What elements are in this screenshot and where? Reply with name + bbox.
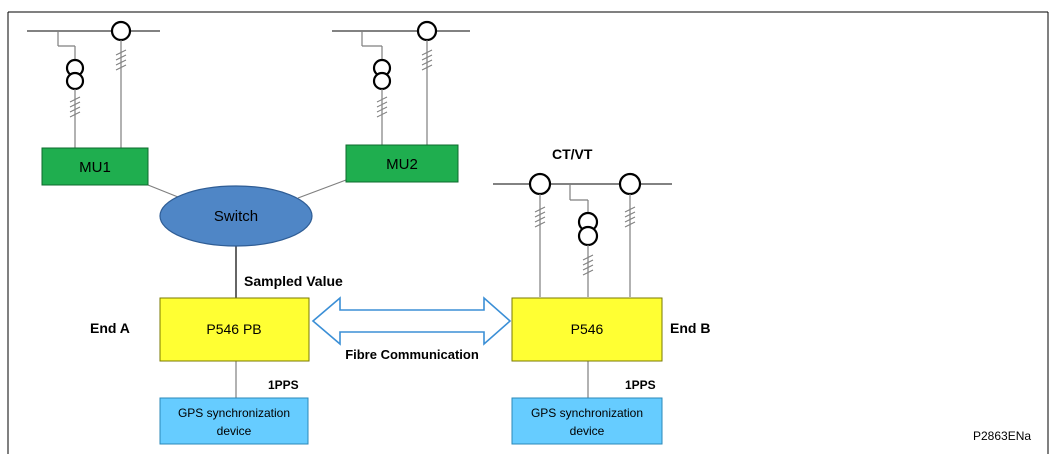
substation-left [27,20,160,148]
ct-end-b-left-icon [528,172,552,196]
hatch-ct-end-b-right-icon [624,206,636,228]
vt-coil-bottom-left-icon [65,71,85,91]
end-a-label: End A [90,320,130,336]
gps-a-label-line2: device [217,424,252,438]
end-b-label: End B [670,320,710,336]
fibre-double-arrow-icon [311,296,512,346]
sampled-value-label: Sampled Value [244,273,343,289]
hatch-vt-right-icon [376,96,388,118]
ct-vt-label: CT/VT [552,146,593,162]
ct-right-icon [416,20,438,42]
switch-label: Switch [214,208,258,225]
vt-coil-bottom-end-b-icon [577,225,599,247]
link-mu1-switch [147,184,179,198]
hatch-ct-end-b-left-icon [534,206,546,228]
fibre-communication-label: Fibre Communication [345,347,479,362]
vt-coil-bottom-right-icon [372,71,392,91]
link-mu2-switch [297,179,347,199]
gps-a-box: GPS synchronization device [159,397,309,445]
gps-a-label-line1: GPS synchronization [178,406,290,420]
ct-left-icon [110,20,132,42]
relay-b-label: P546 [571,321,604,337]
gps-b-label-line2: device [570,424,605,438]
figure-id-label: P2863ENa [973,429,1031,443]
mu1-label: MU1 [79,159,111,176]
relay-a-label: P546 PB [206,321,261,337]
hatch-vt-left-icon [69,96,81,118]
pps-a-label: 1PPS [268,378,299,392]
hatch-vt-end-b-icon [582,254,594,276]
switch-node: Switch [159,185,313,247]
ct-end-b-right-icon [618,172,642,196]
gps-b-box: GPS synchronization device [511,397,663,445]
relay-b-box: P546 [511,297,663,362]
substation-right [332,20,470,145]
mu2-box: MU2 [345,144,459,183]
mu1-box: MU1 [41,147,149,186]
gps-b-label-line1: GPS synchronization [531,406,643,420]
hatch-ct-left-icon [115,49,127,71]
pps-b-label: 1PPS [625,378,656,392]
mu2-label: MU2 [386,156,418,173]
relay-a-box: P546 PB [159,297,310,362]
hatch-ct-right-icon [421,49,433,71]
substation-end-b [493,172,672,297]
